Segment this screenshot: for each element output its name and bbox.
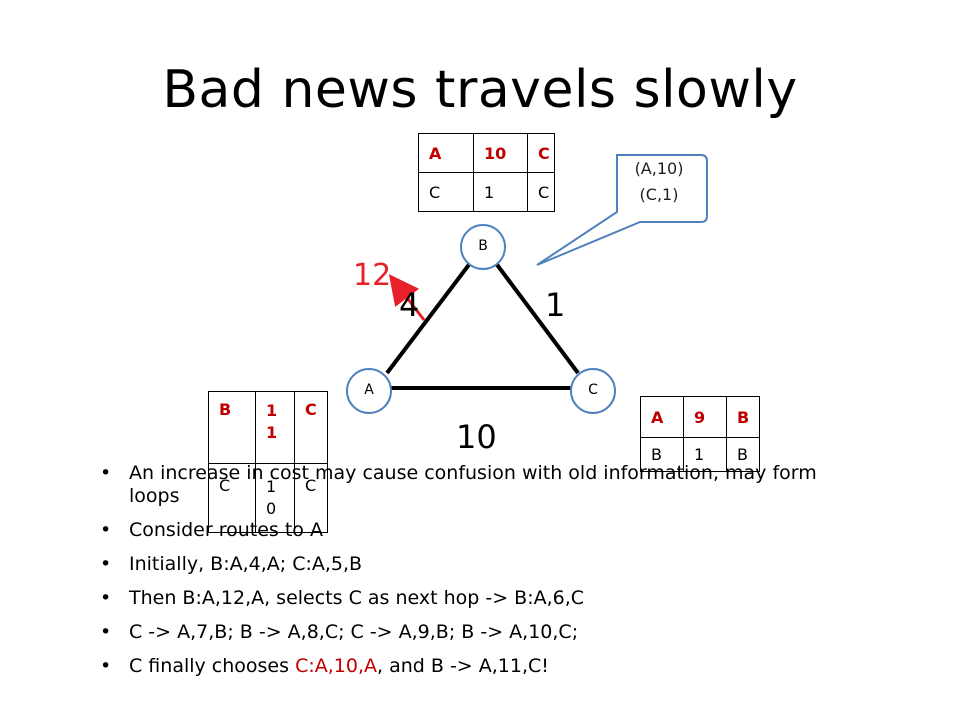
- table-row: C 1 C: [418, 172, 555, 212]
- table-row: A 9 B: [640, 396, 760, 438]
- callout-line2: (C,1): [639, 185, 679, 204]
- table-cell: 10: [473, 133, 528, 173]
- edge-ab-cost: 4: [399, 286, 420, 324]
- callout-text: (A,10) (C,1): [612, 156, 706, 208]
- table-row: B 1 1 C: [208, 391, 328, 464]
- callout-bubble: [536, 154, 708, 266]
- edge-ac-cost: 10: [456, 418, 497, 456]
- node-c-circle: [570, 368, 616, 414]
- bullet-list: An increase in cost may cause confusion …: [100, 462, 870, 689]
- table-cell: A: [418, 133, 474, 173]
- node-a-label: A: [364, 382, 374, 398]
- routing-table-top: A 10 C C 1 C: [418, 133, 555, 212]
- bullet-item: Initially, B:A,4,A; C:A,5,B: [100, 553, 870, 576]
- edge-b-c: [493, 260, 580, 375]
- edge-bc-cost: 1: [545, 286, 566, 324]
- bullet-text-highlight: C:A,10,A: [295, 655, 377, 677]
- table-cell: C: [294, 391, 328, 464]
- table-cell: C: [418, 172, 474, 212]
- slide-title: Bad news travels slowly: [162, 60, 798, 120]
- table-cell: B: [726, 396, 760, 438]
- table-cell: 1 1: [255, 391, 295, 464]
- node-b-label: B: [478, 238, 488, 254]
- table-cell: A: [640, 396, 684, 438]
- bullet-text-post: , and B -> A,11,C!: [377, 655, 549, 677]
- bullet-item: C -> A,7,B; B -> A,8,C; C -> A,9,B; B ->…: [100, 621, 870, 644]
- node-c-label: C: [588, 382, 598, 398]
- table-row: A 10 C: [418, 133, 555, 173]
- table-cell: 1: [473, 172, 528, 212]
- table-cell: C: [527, 172, 555, 212]
- bullet-item: C finally chooses C:A,10,A, and B -> A,1…: [100, 655, 870, 678]
- routing-table-right: A 9 B B 1 B: [640, 396, 760, 472]
- bullet-item: Then B:A,12,A, selects C as next hop -> …: [100, 587, 870, 610]
- bullet-item: Consider routes to A: [100, 519, 870, 542]
- callout-line1: (A,10): [634, 159, 684, 178]
- table-cell: B: [208, 391, 256, 464]
- node-b-circle: [460, 224, 506, 270]
- bullet-item: An increase in cost may cause confusion …: [100, 462, 870, 508]
- new-cost-label: 12: [353, 258, 392, 293]
- bullet-text-pre: C finally chooses: [129, 655, 296, 677]
- node-a-circle: [346, 368, 392, 414]
- edge-a-b: [385, 260, 473, 375]
- cost-change-arrow: [388, 274, 426, 321]
- table-cell: 9: [683, 396, 727, 438]
- table-cell: C: [527, 133, 555, 173]
